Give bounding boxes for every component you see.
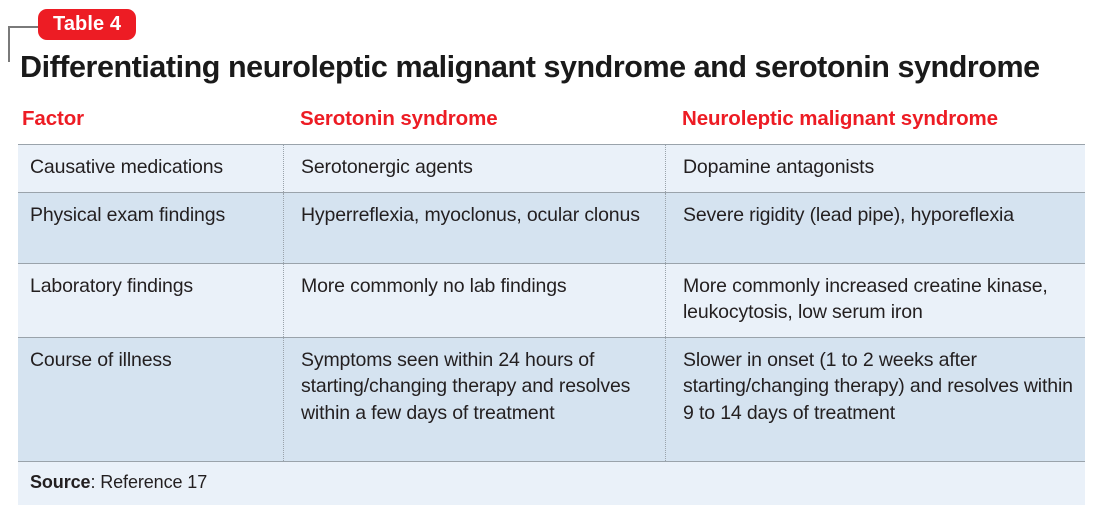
cell-nms: Severe rigidity (lead pipe), hyporeflexi… [665, 192, 1085, 263]
cell-factor: Causative medications [30, 156, 224, 178]
column-header-factor: Factor [22, 107, 85, 130]
cell-nms: More commonly increased creatine kinase,… [665, 263, 1085, 337]
cell-serotonin: More commonly no lab findings [283, 263, 665, 337]
corner-bracket-decoration [8, 26, 54, 62]
table-row: Physical exam findings Hyperreflexia, my… [18, 192, 1085, 264]
table-source-note: Source: Reference 17 [18, 461, 1085, 505]
comparison-table: Factor Serotonin syndrome Neuroleptic ma… [18, 104, 1085, 505]
cell-nms: Dopamine antagonists [665, 145, 1085, 192]
cell-serotonin: Serotonergic agents [283, 145, 665, 192]
table-body: Causative medications Serotonergic agent… [18, 144, 1085, 462]
column-header-neuroleptic-malignant-syndrome: Neuroleptic malignant syndrome [682, 107, 998, 130]
table-number-badge: Table 4 [38, 9, 137, 40]
cell-nms: Slower in onset (1 to 2 weeks after star… [665, 337, 1085, 461]
cell-factor: Laboratory findings [30, 274, 194, 297]
cell-serotonin: Symptoms seen within 24 hours of startin… [283, 337, 665, 461]
cell-factor: Course of illness [30, 348, 172, 371]
table-title: Differentiating neuroleptic malignant sy… [20, 50, 1040, 84]
source-label: Source [30, 471, 91, 492]
source-separator: : [90, 471, 101, 492]
table-row: Laboratory findings More commonly no lab… [18, 263, 1085, 338]
table-header-row: Factor Serotonin syndrome Neuroleptic ma… [18, 104, 1085, 144]
table-row: Course of illness Symptoms seen within 2… [18, 337, 1085, 462]
table-row: Causative medications Serotonergic agent… [18, 145, 1085, 193]
cell-factor: Physical exam findings [30, 203, 226, 226]
source-value: Reference 17 [100, 471, 208, 492]
cell-serotonin: Hyperreflexia, myoclonus, ocular clonus [283, 192, 665, 263]
column-header-serotonin-syndrome: Serotonin syndrome [300, 107, 498, 130]
